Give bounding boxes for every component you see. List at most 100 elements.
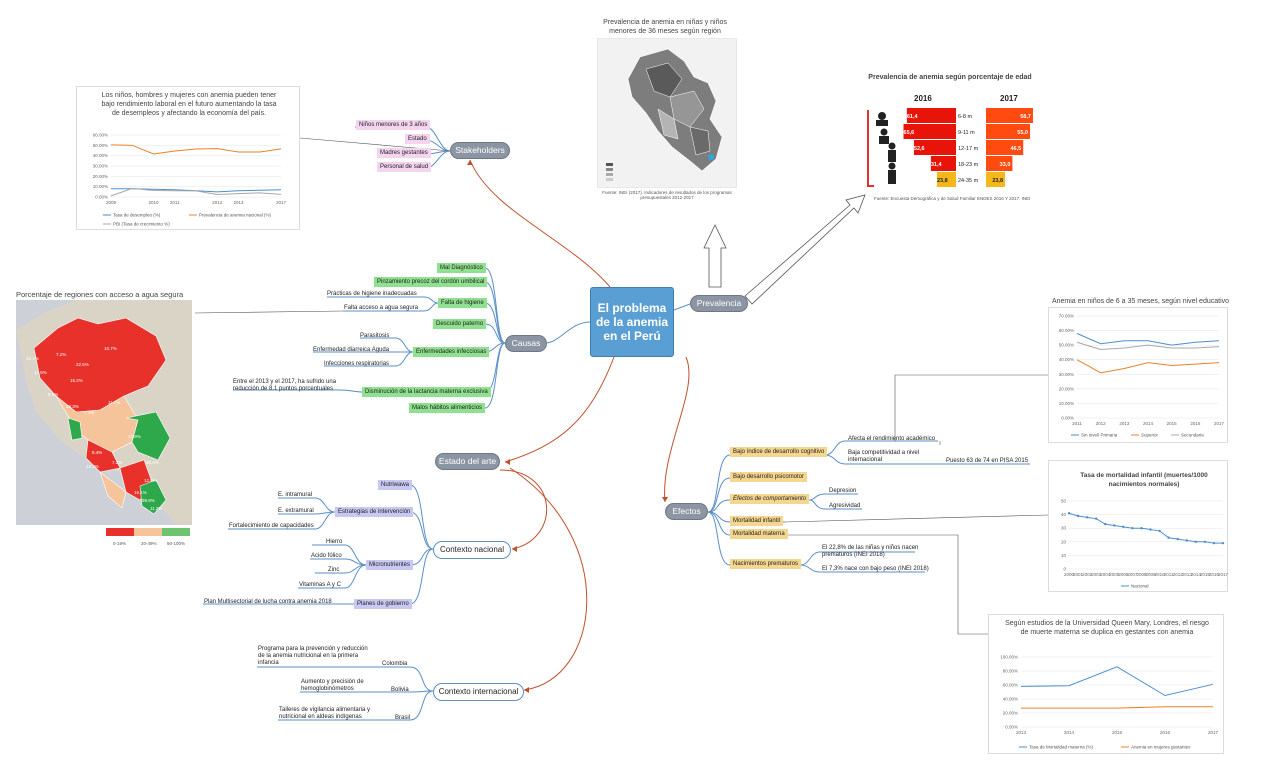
stakeholder-personal[interactable]: Personal de salud: [377, 162, 432, 172]
node-stakeholders[interactable]: Stakeholders: [450, 142, 510, 159]
efecto-comportamiento[interactable]: Efectos de comportamiento: [730, 494, 810, 504]
panel-mortalidad-title: Tasa de mortalidad infantil (muertes/100…: [1080, 472, 1208, 488]
y-tick-label: 20.00%: [93, 174, 108, 179]
data-point: [1140, 527, 1143, 530]
x-tick-label: 2014: [1143, 421, 1154, 426]
cn-fortalecimiento: Fortalecimiento de capacidades: [229, 523, 314, 529]
efecto-mortalidad-materna[interactable]: Mortalidad materna: [730, 529, 788, 539]
node-efectos[interactable]: Efectos: [665, 503, 708, 520]
x-tick-label: 2014: [1191, 572, 1202, 577]
cn-nutriwawa[interactable]: Nutriwawa: [378, 480, 413, 490]
causa-agua: Falta acceso a agua segura: [344, 305, 419, 311]
x-tick-label: 2011: [170, 200, 180, 205]
x-tick-label: 2017: [1214, 421, 1225, 426]
x-tick-label: 2013: [1016, 730, 1027, 735]
x-tick-label: 2013: [1182, 572, 1193, 577]
legend-label: Secundaria: [1181, 433, 1204, 438]
region-value-label: 33.3%: [66, 404, 79, 409]
series-line-0: [1076, 333, 1220, 346]
region-value-label: 12.8%: [144, 478, 157, 483]
y-tick-label: 20.00%: [1059, 386, 1074, 391]
efecto-psicomotor[interactable]: Bajo desarrollo psicomotor: [730, 472, 808, 482]
y-tick-label: 20: [1061, 539, 1067, 544]
causa-malos-habitos[interactable]: Malos hábitos alimenticios: [409, 403, 486, 413]
efecto-prematuros-nota2: El 7,3% nace con bajo peso (INEI 2018): [822, 566, 929, 572]
cn-micronutrientes[interactable]: Micronutrientes: [366, 560, 414, 570]
cn-estrategias[interactable]: Estrategias de intervención: [335, 507, 414, 517]
causa-mal-diagnostico[interactable]: Mal Diagnóstico: [437, 263, 486, 273]
efecto-bajo-indice[interactable]: Bajo índice de desarrollo cognitivo: [730, 447, 828, 457]
data-point: [1176, 537, 1179, 541]
age-label: 6-8 m: [958, 114, 972, 120]
ci-brasil-nota: Talleres de vigilancia alimentaria y nut…: [279, 707, 371, 720]
node-contexto-nacional[interactable]: Contexto nacional: [433, 541, 511, 559]
region-value-label: 11.2%: [150, 506, 163, 511]
data-point: [1104, 522, 1107, 526]
stakeholder-estado[interactable]: Estado: [405, 134, 430, 144]
region-value-label: 22.5%: [76, 362, 89, 367]
cn-planes[interactable]: Planes de gobierno: [354, 599, 412, 609]
x-tick-label: 2008: [1136, 572, 1147, 577]
efecto-prematuros[interactable]: Nacimientos prematuros: [730, 559, 802, 569]
x-tick-label: 2017: [1208, 730, 1219, 735]
data-point: [1167, 536, 1170, 539]
y-tick-label: 60.00%: [93, 133, 108, 138]
series-line-2: [110, 187, 282, 197]
cn-hierro: Hierro: [326, 539, 343, 545]
legend-label: Prevalencia de anemia nacional (%): [199, 213, 272, 218]
bar-2016: [906, 108, 956, 123]
central-topic[interactable]: El problema de la anemia en el Perú: [590, 287, 674, 357]
agua-legend-bar: [106, 528, 190, 536]
efecto-mortalidad-infantil[interactable]: Mortalidad infantil: [730, 516, 784, 526]
value-2017: 46,5: [1010, 146, 1021, 152]
stakeholder-ninos[interactable]: Niños menores de 3 años: [356, 120, 431, 130]
y-tick-label: 10.00%: [1059, 401, 1074, 406]
x-tick-label: 2010: [1155, 572, 1166, 577]
region-value-label: 8.4%: [92, 450, 103, 455]
series-line-2: [1076, 341, 1220, 351]
value-2017: 23,8: [992, 178, 1003, 184]
ci-bolivia-nota: Aumento y precisión de hemoglobinómetros: [301, 679, 364, 692]
materna-chart: 0.00%20.00%40.00%60.00%80.00%100.00%2013…: [1000, 655, 1219, 750]
causa-respiratorias: Infecciones respiratorias: [324, 361, 390, 367]
efecto-depresion: Depresion: [829, 488, 857, 494]
data-point: [1194, 540, 1198, 543]
central-title: El problema de la anemia en el Perú: [595, 301, 669, 343]
causa-falta-higiene[interactable]: Falta de higiene: [438, 298, 487, 308]
y-tick-label: 40.00%: [1003, 697, 1018, 702]
x-tick-label: 2001: [1073, 572, 1084, 577]
value-2016: 65,6: [904, 130, 915, 136]
y-tick-label: 70.00%: [1059, 314, 1074, 319]
agua-legend-swatch-low: [106, 528, 134, 536]
node-estado-del-arte[interactable]: Estado del arte: [435, 453, 500, 470]
stakeholder-madres[interactable]: Madres gestantes: [377, 148, 431, 158]
x-tick-label: 2015: [1112, 730, 1123, 735]
bar-2016: [913, 140, 956, 155]
causa-infecciosas[interactable]: Enfermedades infecciosas: [413, 347, 490, 357]
series-line-0: [1068, 512, 1223, 544]
causa-lactancia[interactable]: Disminución de la lactancia materna excl…: [362, 387, 491, 397]
region-value-label: 16.1%: [134, 490, 147, 495]
causa-descuido[interactable]: Descuido paterno: [433, 319, 487, 329]
cn-extramural: E. extramural: [278, 508, 314, 514]
causa-pinzamiento[interactable]: Pinzamiento precoz del cordón umbilical: [374, 277, 488, 287]
x-tick-label: 2014: [1064, 730, 1075, 735]
x-tick-label: 2007: [1127, 572, 1138, 577]
agua-legend-1: 20-49%: [141, 541, 157, 546]
data-point: [1203, 540, 1207, 543]
children-silhouettes-icon: [867, 110, 896, 187]
value-2016: 61,4: [907, 114, 919, 120]
y-tick-label: 0: [1063, 567, 1066, 572]
causa-parasitosis: Parasitosis: [360, 333, 390, 339]
node-contexto-internacional[interactable]: Contexto internacional: [433, 683, 524, 701]
panel-mapa-anemia: [597, 38, 737, 188]
y-tick-label: 30: [1061, 526, 1067, 531]
cn-intramural: E. intramural: [278, 492, 313, 498]
edad-year-2017: 2017: [1000, 94, 1018, 103]
y-tick-label: 50: [1061, 499, 1067, 504]
node-causas[interactable]: Causas: [505, 335, 547, 352]
x-tick-label: 2011: [1072, 421, 1082, 426]
y-tick-label: 30.00%: [93, 164, 108, 169]
node-prevalencia[interactable]: Prevalencia: [690, 295, 748, 312]
